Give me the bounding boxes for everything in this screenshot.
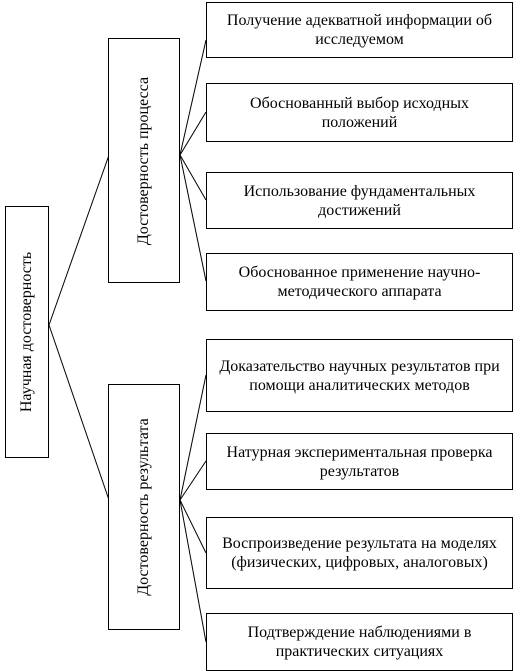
result-leaf-1: Доказательство научных результатов при п… bbox=[206, 339, 513, 412]
connector-process-leaf-1 bbox=[179, 39, 207, 156]
process-leaf-3: Использование фундаментальных достижений bbox=[206, 172, 513, 229]
connector-result-leaf-2 bbox=[179, 460, 207, 501]
process-leaf-3-label: Использование фундаментальных достижений bbox=[243, 182, 476, 219]
connector-process-leaf-3 bbox=[179, 154, 207, 201]
process-leaf-1: Получение адекватной информации об иссле… bbox=[206, 2, 513, 58]
connector-process-leaf-4 bbox=[179, 154, 207, 282]
root-node: Научная достоверность bbox=[5, 206, 49, 458]
connector-root-process bbox=[48, 154, 110, 326]
process-leaf-4-label: Обоснованное применение научно-методичес… bbox=[238, 264, 481, 300]
process-leaf-1-label: Получение адекватной информации об иссле… bbox=[226, 12, 493, 48]
connector-process-leaf-2 bbox=[179, 111, 207, 156]
connector-root-result bbox=[48, 324, 110, 501]
connector-result-leaf-1 bbox=[179, 374, 207, 501]
root-label: Научная достоверность bbox=[18, 251, 35, 413]
process-leaf-4: Обоснованное применение научно-методичес… bbox=[206, 253, 513, 311]
result-leaf-2: Натурная экспериментальная проверка резу… bbox=[206, 433, 513, 490]
result-leaf-1-label: Доказательство научных результатов при п… bbox=[219, 357, 500, 394]
group-process-node: Достоверность процесса bbox=[108, 38, 180, 283]
result-leaf-4-label: Подтверждение наблюдениями в практически… bbox=[247, 624, 472, 660]
process-leaf-2: Обоснованный выбор исходных положений bbox=[206, 83, 513, 142]
process-leaf-2-label: Обоснованный выбор исходных положений bbox=[250, 94, 469, 131]
group-result-node: Достоверность результата bbox=[108, 384, 180, 630]
result-leaf-4: Подтверждение наблюдениями в практически… bbox=[206, 613, 513, 671]
result-leaf-2-label: Натурная экспериментальная проверка резу… bbox=[226, 443, 493, 480]
group-process-label: Достоверность процесса bbox=[135, 76, 152, 245]
connector-result-leaf-4 bbox=[179, 499, 207, 643]
result-leaf-3-label: Воспроизведение результата на моделях (ф… bbox=[222, 535, 497, 571]
result-leaf-3: Воспроизведение результата на моделях (ф… bbox=[206, 517, 513, 589]
group-result-label: Достоверность результата bbox=[135, 418, 152, 596]
connector-result-leaf-3 bbox=[179, 499, 207, 554]
